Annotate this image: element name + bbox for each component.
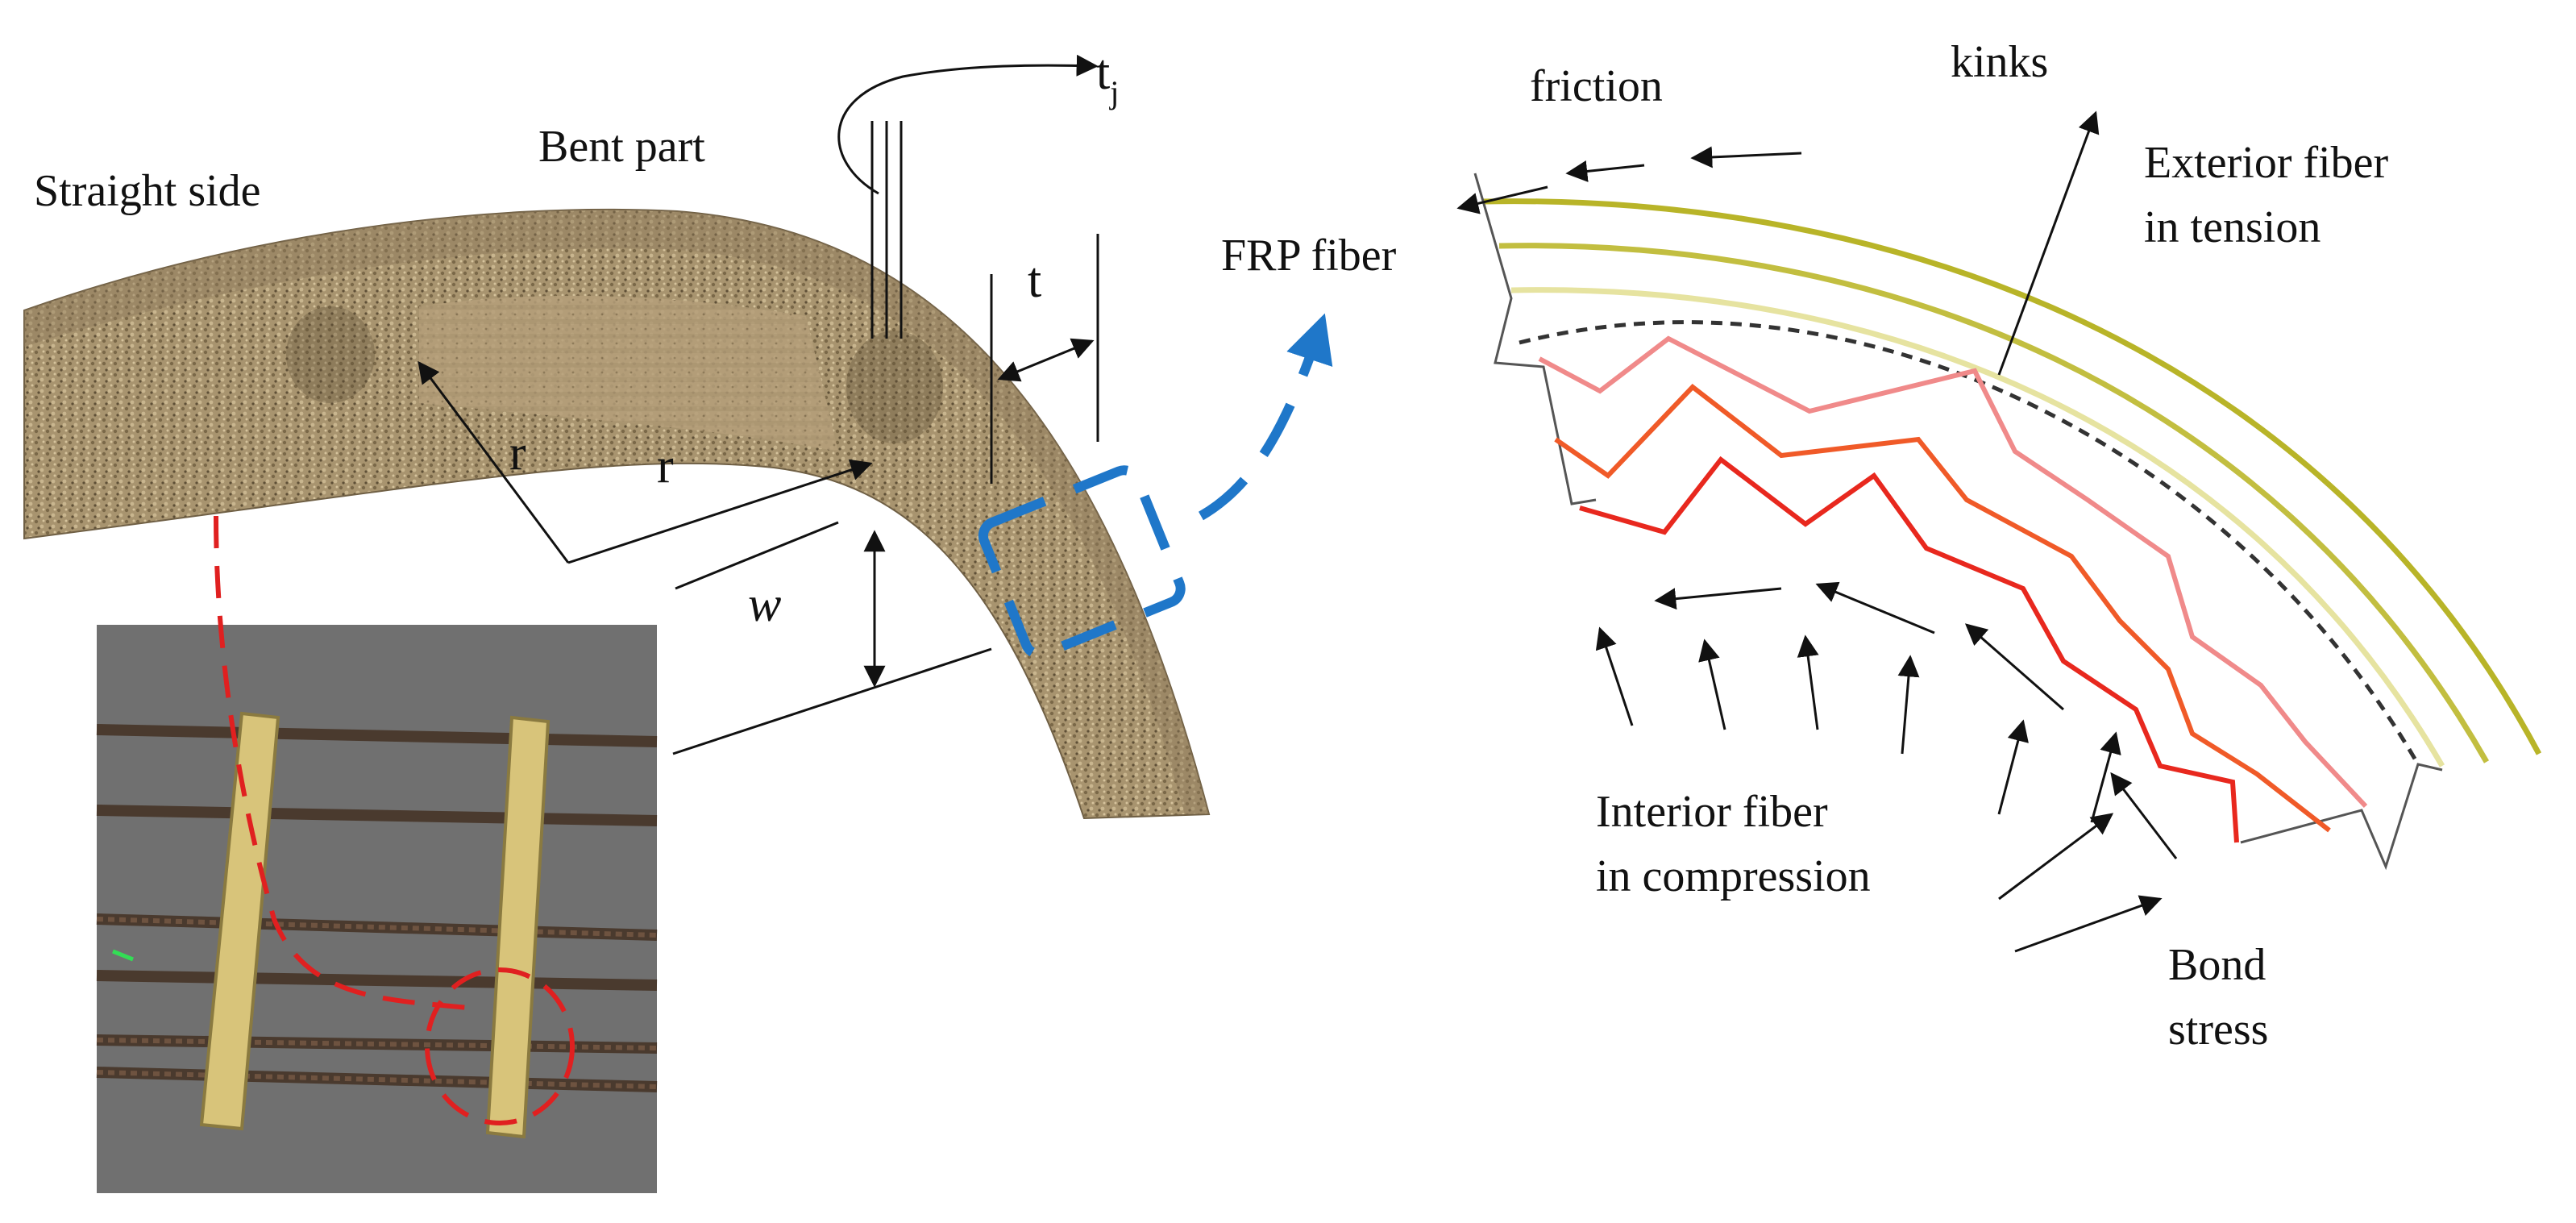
interior-fiber-label-2: in compression <box>1596 851 1871 901</box>
bent-part-label: Bent part <box>538 122 705 172</box>
bent-bar-body <box>23 208 1211 820</box>
tj-label: tj <box>1096 45 1119 110</box>
w-dimension <box>672 521 992 755</box>
kink-fiber-red <box>1579 456 2239 843</box>
fiber-schematic <box>1456 110 2542 953</box>
exterior-fiber-label-2: in tension <box>2144 202 2320 252</box>
r-right-label: r <box>657 439 674 493</box>
r-radius-lines <box>418 360 873 564</box>
frp-fiber-label: FRP fiber <box>1221 231 1397 281</box>
r-left-label: r <box>509 426 526 480</box>
frp-highlight <box>978 313 1333 659</box>
bar-patch-2 <box>846 331 943 443</box>
bond-stress-label-1: Bond <box>2168 940 2266 990</box>
t-dimension <box>990 234 1099 484</box>
broken-end-outline <box>1473 173 1597 505</box>
kinks-label: kinks <box>1951 37 2048 87</box>
frp-highlight-arrow <box>1199 313 1333 521</box>
frp-bent-bar <box>23 208 1211 820</box>
interior-fiber-label-1: Interior fiber <box>1596 787 1828 837</box>
w-label: w <box>748 577 781 632</box>
broken-end-bottom <box>2240 763 2443 871</box>
frp-highlight-box <box>978 465 1186 659</box>
tj-annotation <box>837 54 1099 339</box>
straight-side-label: Straight side <box>34 166 261 216</box>
neutral-axis <box>1519 320 2420 766</box>
kink-fiber-pink <box>1538 335 2368 809</box>
bent-bar-cut-face <box>419 295 838 451</box>
exterior-fiber-label-1: Exterior fiber <box>2144 138 2389 188</box>
photo-dashed-leader <box>214 515 468 1010</box>
photo-dashed-circle <box>425 967 575 1125</box>
exterior-fiber-1 <box>1482 198 2542 755</box>
exterior-fiber-2 <box>1498 243 2490 763</box>
bar-patch-1 <box>286 306 375 403</box>
bond-stress-label-2: stress <box>2168 1005 2268 1055</box>
rebar-cage-photo <box>96 515 658 1193</box>
t-label: t <box>1028 253 1041 308</box>
friction-label: friction <box>1530 61 1663 111</box>
kink-fiber-orange <box>1554 383 2331 833</box>
exterior-fiber-3 <box>1510 287 2445 767</box>
